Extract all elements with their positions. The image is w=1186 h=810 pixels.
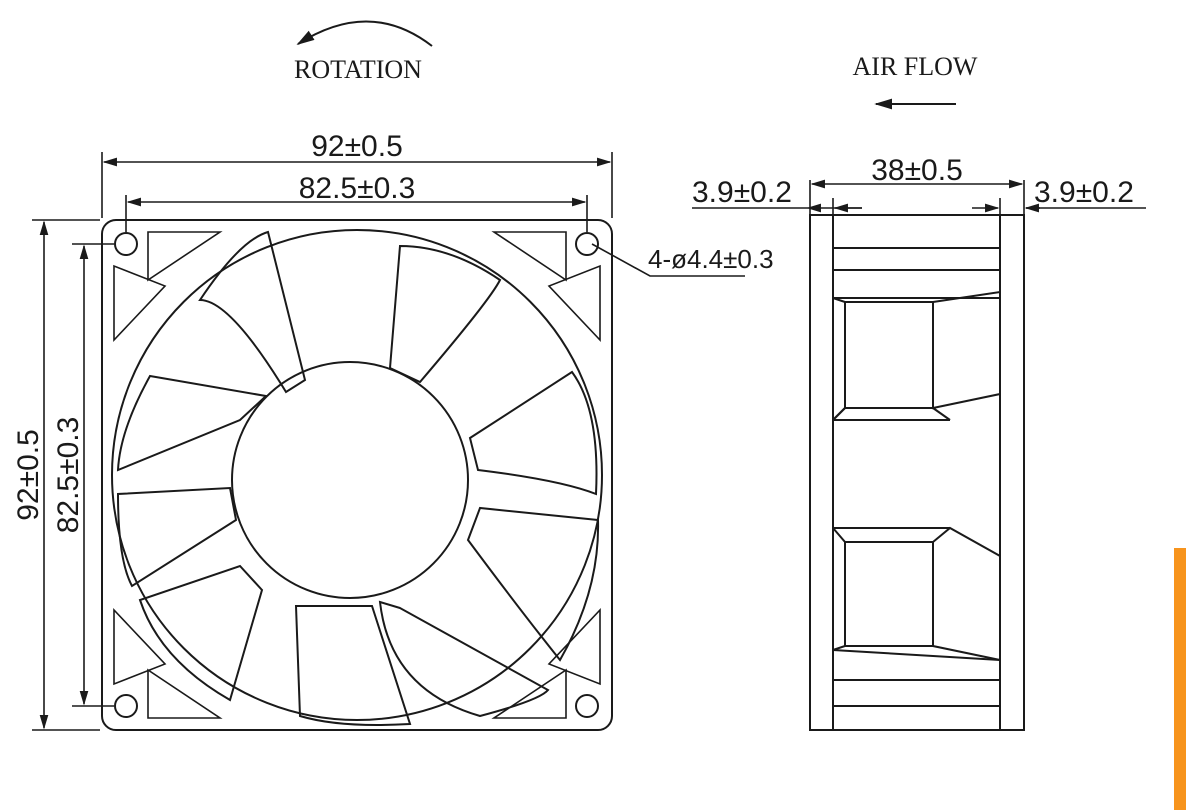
front-dimensions: 92±0.5 82.5±0.3 92±0.5 82.5±0.3 4-ø4.4±0… — [12, 130, 774, 731]
corner-struts — [113, 231, 601, 719]
accent-bar — [1174, 548, 1186, 810]
side-lower-detail — [832, 525, 1001, 707]
mount-hole-top-right — [575, 232, 599, 256]
air-flow-label: AIR FLOW — [853, 52, 978, 81]
rotation-label: ROTATION — [294, 55, 422, 84]
fan-front-view — [101, 219, 613, 731]
height-outer-label: 92±0.5 — [12, 429, 45, 521]
fan-venturi — [111, 229, 603, 721]
rotation-indicator: ROTATION — [294, 20, 433, 84]
mount-hole-top-left — [114, 232, 138, 256]
fan-blades — [116, 230, 600, 726]
depth-label: 38±0.5 — [871, 154, 963, 187]
fan-hub — [231, 361, 469, 599]
height-inner-label: 82.5±0.3 — [52, 417, 85, 534]
side-upper-detail — [832, 247, 1001, 423]
rotation-arrow-icon — [296, 20, 433, 47]
side-frame-outline — [809, 214, 1025, 731]
flange-left-label: 3.9±0.2 — [692, 176, 792, 209]
flange-right-label: 3.9±0.2 — [1034, 176, 1134, 209]
width-inner-label: 82.5±0.3 — [299, 172, 416, 205]
fan-frame-outline — [101, 219, 613, 731]
fan-side-view — [809, 214, 1025, 731]
side-dimensions: 38±0.5 3.9±0.2 3.9±0.2 — [692, 154, 1146, 214]
mount-hole-bottom-left — [114, 694, 138, 718]
width-outer-label: 92±0.5 — [311, 130, 403, 163]
mount-hole-bottom-right — [575, 694, 599, 718]
air-flow-indicator: AIR FLOW — [853, 52, 978, 110]
holes-label: 4-ø4.4±0.3 — [648, 244, 774, 274]
holes-leader-line — [591, 243, 745, 277]
